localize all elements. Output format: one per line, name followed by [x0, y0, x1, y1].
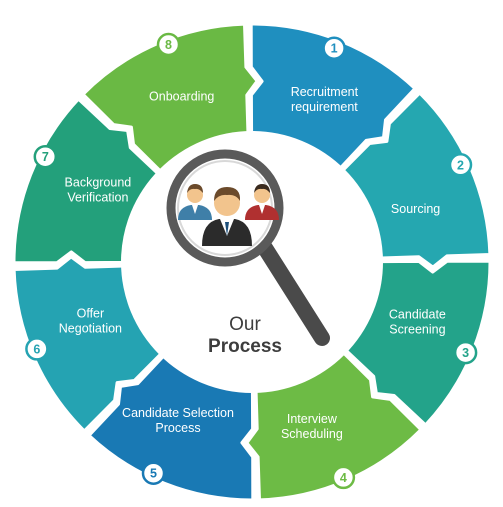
person-center-icon	[202, 187, 252, 246]
step-8-label: Onboarding	[149, 89, 214, 103]
person-right-icon	[245, 184, 279, 220]
step-2-number-badge: 2	[448, 153, 473, 177]
step-8-number-badge: 8	[156, 32, 181, 57]
step-1-number: 1	[331, 42, 338, 56]
step-7-number-badge: 7	[33, 144, 58, 169]
person-left-icon	[178, 184, 212, 220]
center-title-line1: Our	[229, 314, 261, 335]
step-6-number: 6	[33, 342, 40, 356]
step-5-number-badge: 5	[141, 461, 166, 485]
step-4-number-badge: 4	[331, 465, 356, 490]
step-8-number: 8	[165, 38, 172, 52]
badges-layer: 1 2 3 4 5 6 7 8	[25, 32, 478, 490]
step-2-label: Sourcing	[391, 202, 440, 216]
step-3-number: 3	[462, 346, 469, 360]
step-7-number: 7	[42, 150, 49, 164]
step-4-number: 4	[340, 471, 347, 485]
step-2-number: 2	[457, 158, 464, 172]
center-title-line2: Process	[208, 336, 282, 357]
team-people-icon	[178, 184, 279, 246]
step-1-number-badge: 1	[322, 36, 346, 60]
step-5-number: 5	[150, 467, 157, 481]
step-6-number-badge: 6	[25, 337, 49, 361]
step-3-number-badge: 3	[453, 340, 478, 365]
